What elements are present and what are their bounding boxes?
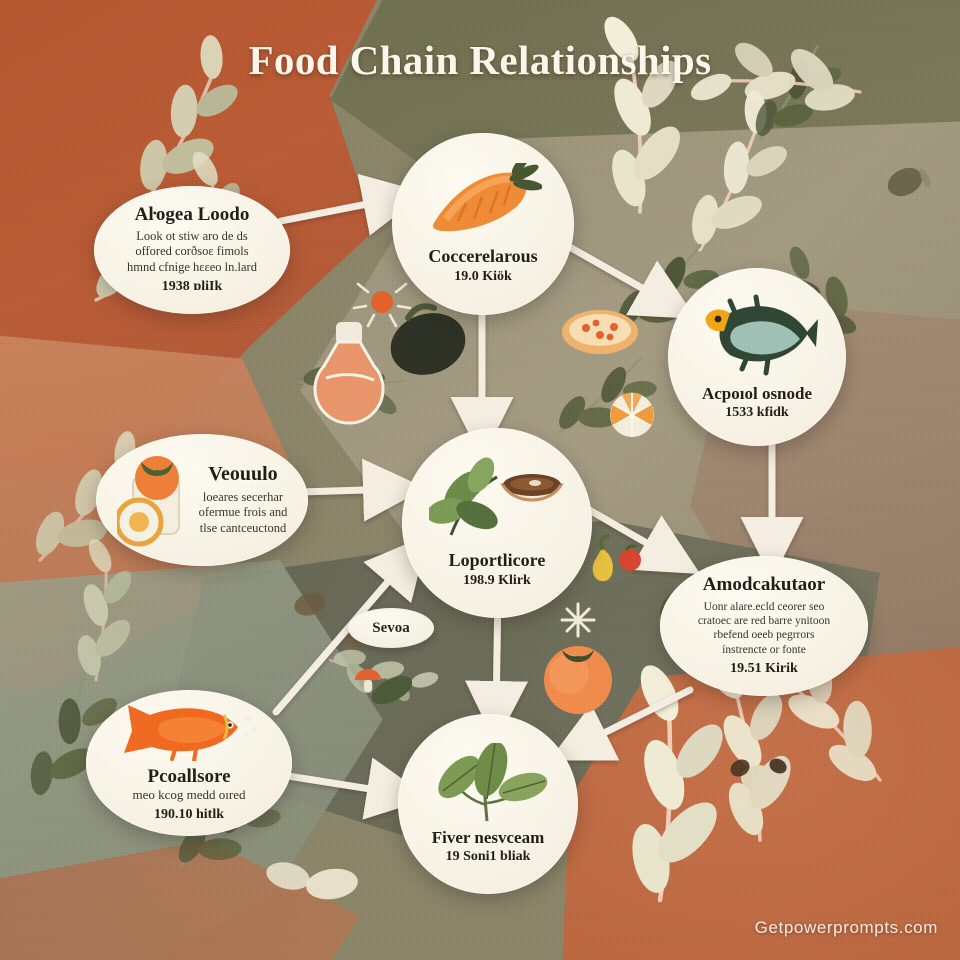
tart-icon (562, 310, 638, 354)
node-body-line: rbefend oeeb pegrrors (698, 628, 830, 642)
orange-slice-icon (610, 392, 654, 437)
node-body-line: Uonr alare.ecld ceorer seo (698, 600, 830, 614)
tomato-icon (544, 646, 612, 714)
node-value: 1938 ɒliIk (162, 279, 223, 295)
orange-blossom-icon (352, 282, 412, 328)
node-body-line: loeares secerhar (199, 490, 288, 506)
node-value: 198.9 Klirk (463, 573, 531, 589)
node-title: Pcoallsore (147, 766, 230, 787)
node-body-line: meo kcog medd oıred (133, 787, 246, 803)
node-title: Fiver nesvceam (432, 828, 545, 847)
node-amodcakutaor[interactable]: Amodcakutaor Uonr alare.ecld ceorer seo … (660, 556, 868, 696)
node-title: Veouulo (208, 463, 277, 485)
node-body: Uonr alare.ecld ceorer seo cratoec are r… (698, 600, 830, 658)
node-body: meo kcog medd oıred (133, 787, 246, 803)
node-title: Acpoıol osnode (702, 384, 812, 403)
node-body: loeares secerhar ofermue frois and tlse … (199, 490, 288, 537)
node-title: Coccerelarous (428, 247, 537, 266)
berry-icon (619, 549, 641, 571)
chili-icon (592, 534, 613, 582)
edge-label-sevoa[interactable]: Sevoa (348, 608, 434, 648)
node-value: 1533 kfidk (725, 405, 788, 421)
node-value: 19.0 Kiök (454, 269, 512, 285)
sauce-jar-icon (313, 322, 385, 425)
node-body-line: tlse cantceuctond (199, 521, 288, 537)
node-alogea-loodo[interactable]: Aŀogea Loodo Look ot stiw aro de ds offo… (94, 186, 290, 314)
watermark: Getpowerprompts.com (755, 918, 938, 938)
mushroom-icon (355, 669, 381, 692)
node-body: Look ot stiw aro de ds offored corðsoɛ f… (127, 229, 257, 276)
node-value: 190.10 hitlk (154, 807, 224, 823)
node-body-line: offored corðsoɛ fimols (127, 244, 257, 260)
node-title: Amodcakutaor (703, 574, 825, 595)
node-title: Loportlicore (449, 551, 546, 570)
eggplant-icon (390, 313, 466, 375)
node-body-line: ofermue frois and (199, 505, 288, 521)
node-body-line: ínstrencte or fonte (698, 643, 830, 657)
node-body-line: Look ot stiw aro de ds (127, 229, 257, 245)
page-title: Food Chain Relationships (0, 36, 960, 84)
node-body-line: cratoec are red barre ynitoon (698, 614, 830, 628)
node-body-line: hmnd cfnige hɛɛeo ln.lard (127, 260, 257, 276)
star-anise-icon (560, 602, 596, 638)
node-value: 19 Soni1 bliak (446, 849, 531, 865)
node-title: Aŀogea Loodo (135, 204, 250, 225)
node-value: 19.51 Kirik (730, 661, 798, 677)
